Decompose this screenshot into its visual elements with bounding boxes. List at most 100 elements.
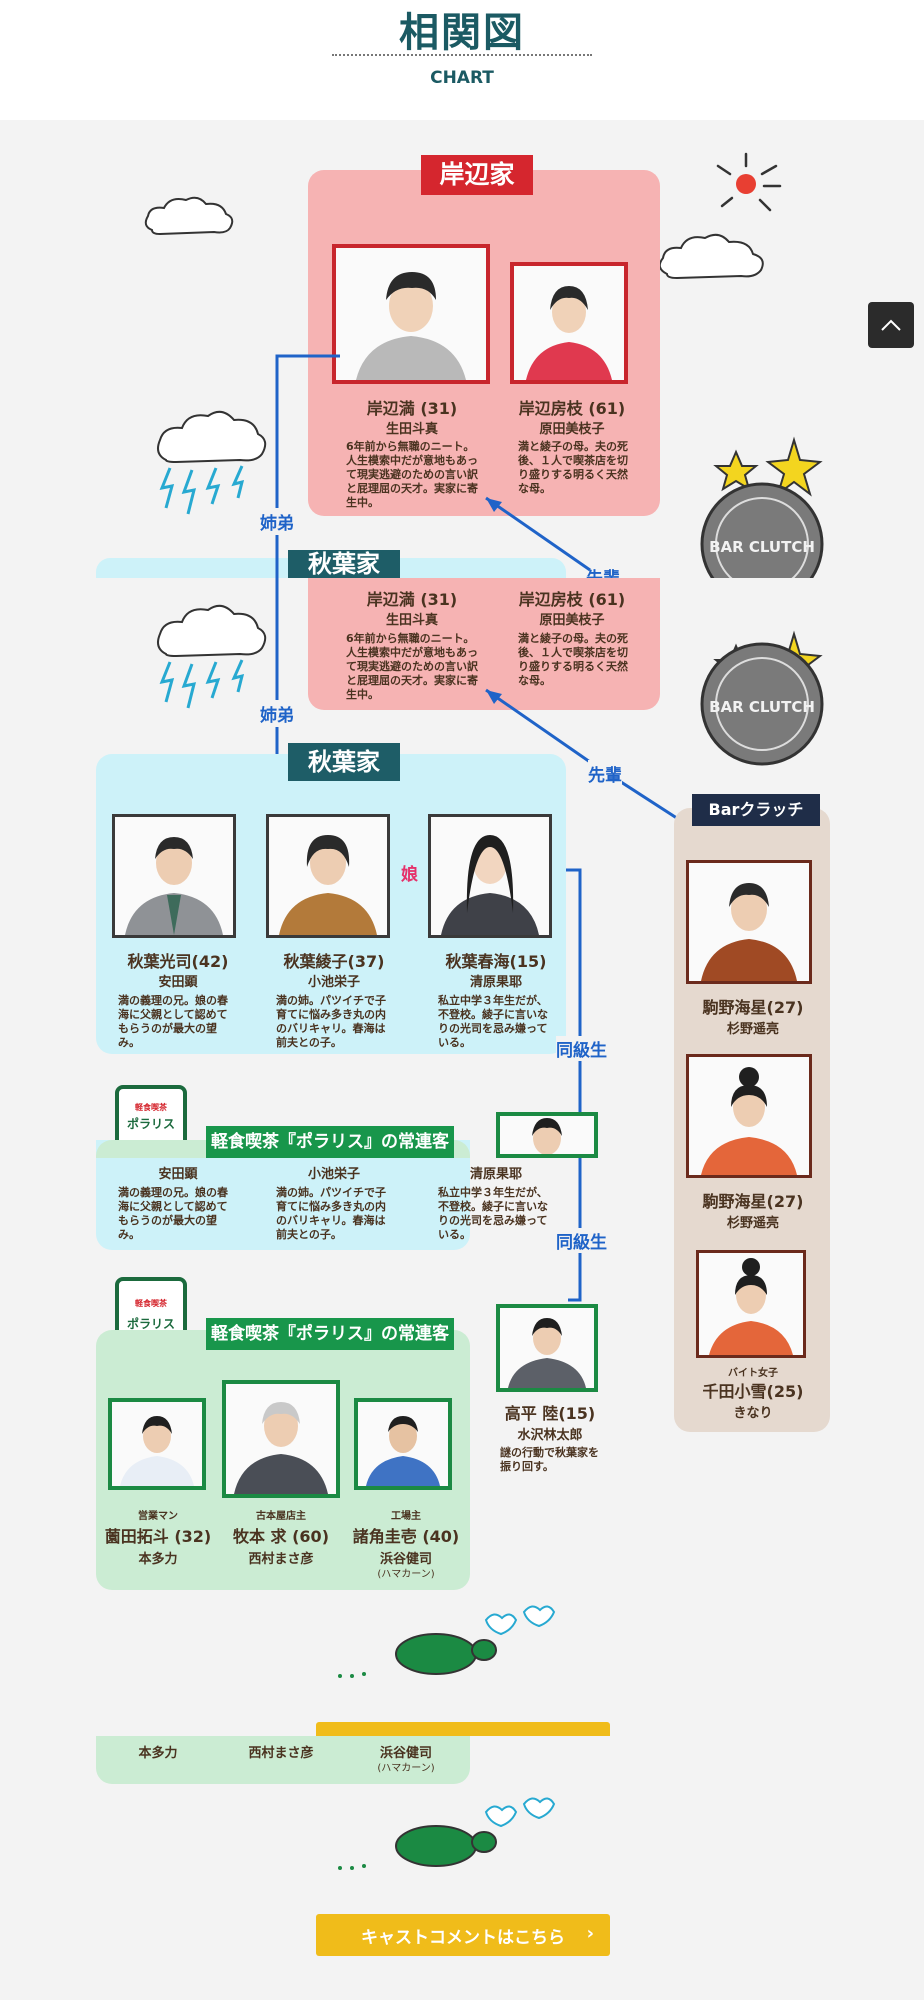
riku-photo[interactable]	[496, 1304, 598, 1392]
chevron-right-icon: ›	[586, 1923, 594, 1944]
bar-clutch-sign-text: BAR CLUTCH	[709, 698, 815, 716]
polaris-sign-text: ポラリス	[127, 1116, 175, 1131]
makimoto-role: 古本屋店主	[256, 1511, 306, 1522]
senpai-label: 先輩	[588, 760, 622, 787]
riku-actor: 水沢林太郎	[517, 1428, 583, 1443]
cta-button-partial[interactable]	[316, 1722, 610, 1736]
komano-name: 駒野海星(27)	[702, 998, 804, 1017]
ayako-photo[interactable]	[266, 814, 390, 938]
morozumi-role: 工場主	[391, 1511, 421, 1522]
fusae-actor: 原田美枝子	[539, 422, 605, 437]
koji-photo[interactable]	[112, 814, 236, 938]
header-wave	[0, 92, 924, 115]
fusae-actor: 原田美枝子	[539, 613, 605, 628]
title-divider	[332, 54, 592, 56]
kishibe-family-panel-lower	[308, 578, 660, 710]
harumi-photo[interactable]	[428, 814, 552, 938]
storm-cloud-icon	[157, 604, 267, 709]
komano-name: 駒野海星(27)	[702, 1192, 804, 1211]
koji-description: 満の義理の兄。娘の春海に父親として認めてもらうのが最大の望み。	[118, 1186, 228, 1241]
harumi-description: 私立中学３年生だが、不登校。綾子に言いなりの光司を忌み嫌っている。	[438, 1186, 548, 1241]
turtle-icon	[338, 1605, 556, 1678]
koji-description: 満の義理の兄。娘の春海に父親として認めてもらうのが最大の望み。	[118, 994, 228, 1049]
polaris-label-partial: 軽食喫茶『ポラリス』の常連客	[206, 1126, 454, 1158]
mitsuru-name: 岸辺満 (31)	[366, 590, 458, 609]
komano-actor: 杉野遥亮	[726, 1216, 779, 1231]
riku-photo-partial[interactable]	[496, 1112, 598, 1158]
sun-icon	[716, 152, 782, 212]
riku-name: 高平 陸(15)	[504, 1404, 596, 1423]
classmate-label: 同級生	[556, 1036, 607, 1061]
morozumi-actor-note: (ハマカーン)	[377, 1763, 435, 1774]
makimoto-photo[interactable]	[222, 1380, 340, 1498]
fusae-name: 岸辺房枝 (61)	[518, 399, 626, 418]
cast-comment-button-label: キャストコメントはこちら	[361, 1927, 565, 1948]
senpai-label-partial: 先輩	[586, 564, 620, 578]
sonoda-photo[interactable]	[108, 1398, 206, 1490]
sonoda-role: 営業マン	[138, 1511, 178, 1522]
ayako-name: 秋葉綾子(37)	[283, 952, 385, 971]
page-title: 相関図	[399, 10, 525, 56]
komano-actor: 杉野遥亮	[726, 1022, 779, 1037]
morozumi-actor: 浜谷健司	[379, 1746, 432, 1761]
cast-comment-button[interactable]: キャストコメントはこちら ›	[316, 1914, 610, 1956]
turtle-icon	[338, 1797, 556, 1870]
mitsuru-name: 岸辺満 (31)	[366, 399, 458, 418]
kishibe-family-label: 岸辺家	[421, 155, 533, 195]
fusae-description: 満と綾子の母。夫の死後、１人で喫茶店を切り盛りする明るく天然な母。	[518, 632, 628, 687]
fusae-description: 満と綾子の母。夫の死後、１人で喫茶店を切り盛りする明るく天然な母。	[518, 440, 628, 495]
akiba-family-label: 秋葉家	[288, 743, 400, 781]
polaris-sign-small-text: 軽食喫茶	[135, 1298, 168, 1308]
page-subtitle: CHART	[430, 68, 494, 88]
daughter-label: 娘	[401, 865, 418, 885]
harumi-name: 秋葉春海(15)	[445, 952, 547, 971]
cloud-icon	[144, 196, 234, 236]
makimoto-actor: 西村まさ彦	[248, 1746, 314, 1761]
fusae-name: 岸辺房枝 (61)	[518, 590, 626, 609]
chida-photo[interactable]	[696, 1250, 806, 1358]
ayako-description: 満の姉。パツイチで子育てに悩み多き丸の内のバリキャリ。春海は前夫との子。	[276, 1186, 386, 1241]
mitsuru-photo[interactable]	[332, 244, 490, 384]
komano-photo[interactable]	[686, 860, 812, 984]
bar-clutch-label: Barクラッチ	[692, 794, 820, 826]
fusae-photo[interactable]	[510, 262, 628, 384]
harumi-actor: 清原果耶	[469, 1167, 522, 1182]
polaris-regulars-panel-lower	[96, 1736, 470, 1784]
cloud-icon	[658, 233, 764, 280]
sonoda-name: 薗田拓斗 (32)	[104, 1527, 212, 1546]
sonoda-actor: 本多力	[138, 1552, 178, 1567]
morozumi-photo[interactable]	[354, 1398, 452, 1490]
chida-role: バイト女子	[728, 1368, 778, 1379]
chevron-up-icon	[881, 319, 901, 331]
polaris-regulars-label: 軽食喫茶『ポラリス』の常連客	[206, 1318, 454, 1350]
harumi-actor: 清原果耶	[469, 975, 522, 990]
sister-brother-label: 姉弟	[260, 508, 294, 535]
mitsuru-actor: 生田斗真	[385, 422, 438, 437]
bar-clutch-sign: BAR CLUTCH	[700, 436, 824, 578]
makimoto-name: 牧本 求 (60)	[232, 1527, 330, 1546]
ayako-actor: 小池栄子	[307, 975, 360, 990]
storm-cloud-icon	[157, 410, 267, 515]
morozumi-actor-note: (ハマカーン)	[377, 1569, 435, 1580]
chida-name: 千田小雪(25)	[702, 1382, 804, 1401]
sonoda-actor: 本多力	[138, 1746, 178, 1761]
back-to-top-button[interactable]	[868, 302, 914, 348]
harumi-description: 私立中学３年生だが、不登校。綾子に言いなりの光司を忌み嫌っている。	[438, 994, 548, 1049]
mitsuru-description: 6年前から無職のニート。人生模索中だが意地もあって現実逃避のための言い訳と屁理屈…	[346, 632, 478, 701]
mitsuru-description: 6年前から無職のニート。人生模索中だが意地もあって現実逃避のための言い訳と屁理屈…	[346, 440, 478, 509]
koji-actor: 安田顕	[158, 975, 198, 990]
chida-actor: きなり	[733, 1406, 773, 1421]
polaris-sign-small-text: 軽食喫茶	[135, 1102, 168, 1112]
bar-clutch-sign-text: BAR CLUTCH	[709, 538, 815, 556]
akiba-family-label-partial: 秋葉家	[288, 550, 400, 578]
makimoto-actor: 西村まさ彦	[248, 1552, 314, 1567]
bar-clutch-sign: BAR CLUTCH	[700, 630, 824, 766]
riku-description: 謎の行動で秋葉家を振り回す。	[500, 1446, 599, 1473]
koji-actor: 安田顕	[158, 1167, 198, 1182]
ayako-actor: 小池栄子	[307, 1167, 360, 1182]
mitsuru-actor: 生田斗真	[385, 613, 438, 628]
komano-photo[interactable]	[686, 1054, 812, 1178]
koji-name: 秋葉光司(42)	[127, 952, 229, 971]
ayako-description: 満の姉。パツイチで子育てに悩み多き丸の内のバリキャリ。春海は前夫との子。	[276, 994, 386, 1049]
morozumi-name: 諸角圭壱 (40)	[352, 1527, 460, 1546]
